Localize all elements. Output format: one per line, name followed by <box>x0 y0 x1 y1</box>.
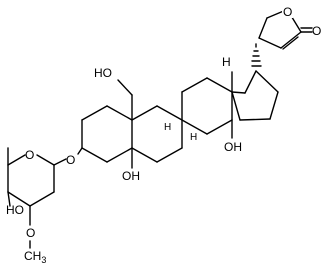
sugar-ring-oxygen-label: O <box>25 148 34 162</box>
c5-hydroxyl-label: OH <box>122 169 140 183</box>
hydroxymethyl-label: HO <box>94 66 112 80</box>
c9-hydrogen-label: H <box>164 122 171 133</box>
carbonyl-oxygen-label: O <box>312 24 321 38</box>
sugar-hydroxyl-label: HO <box>6 203 24 217</box>
c17-lactone-hashed-bond <box>251 43 262 67</box>
methoxy-oxygen-label: O <box>26 226 35 240</box>
a-ring <box>81 105 133 163</box>
methoxy-methyl-label: CH3 <box>24 249 46 265</box>
methyl-label: H <box>222 55 231 69</box>
b-ring <box>131 105 183 163</box>
c14-hydroxyl-label: OH <box>224 140 242 154</box>
sugar-ring <box>7 154 67 207</box>
c-ring <box>181 77 233 135</box>
glycosidic-oxygen-label: O <box>66 153 75 167</box>
lactone-ring-oxygen-label: O <box>283 5 292 19</box>
c8-hydrogen-label: H <box>190 132 197 143</box>
d-ring <box>231 70 279 121</box>
